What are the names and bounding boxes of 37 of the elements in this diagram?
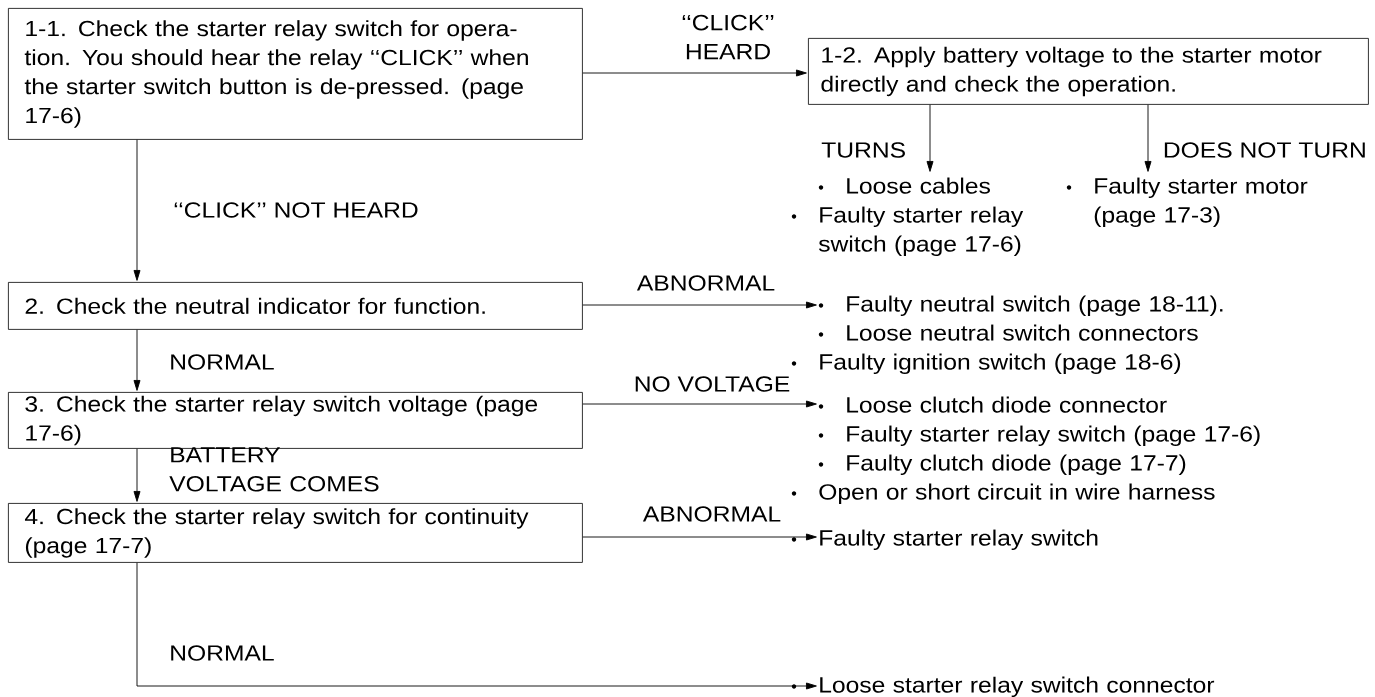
node-label: Faulty clutch diode (page 17-7): [847, 454, 1186, 476]
edge-label: NORMAL: [171, 354, 274, 370]
arrow: [582, 533, 817, 541]
arrow: [136, 562, 817, 690]
edge-label: TURNS: [821, 142, 905, 158]
arrow: [1144, 104, 1152, 172]
bullet-list: Faulty starter motor (page 17-3): [1066, 177, 1308, 228]
edge-label: ‘‘CLICK’’ NOT HEARD: [174, 202, 418, 218]
node-label: Faulty neutral switch (page 18-11).: [847, 295, 1223, 317]
node-label: Loose clutch diode connector: [847, 396, 1167, 413]
bullet-list: Loose starter relay switch connector: [791, 676, 1215, 697]
bullet-list: Faulty starter relay switch: [791, 529, 1098, 551]
arrow: [133, 448, 141, 502]
node-label: Loose neutral switch connectors: [847, 324, 1198, 341]
arrow: [582, 400, 817, 408]
edge-label: ABNORMAL: [642, 506, 781, 522]
node-label: Open or short circuit in wire harness: [819, 483, 1215, 505]
arrow: [926, 104, 934, 172]
process-box: 4. Check the starter relay switch for continuity (page 17-7): [8, 503, 583, 563]
edge-label: NORMAL: [171, 645, 274, 661]
edge-label: DOES NOT TURN: [1164, 142, 1365, 158]
process-box: 1-2. Apply battery voltage to the starter motor directly and check the operation.: [808, 38, 1369, 105]
arrow: [582, 69, 807, 77]
edge-label: NO VOLTAGE: [635, 376, 790, 392]
node-label: Faulty starter relay switch (page 17-6): [818, 206, 1024, 257]
arrow: [133, 139, 141, 281]
bullet-list: Loose cables Faulty starter relay switch (page 17-6): [791, 177, 1024, 257]
arrow: [582, 301, 817, 309]
node-label: Faulty ignition switch (page 18-6): [820, 353, 1181, 375]
edge-label: ABNORMAL: [636, 275, 775, 291]
process-box: 2. Check the neutral indicator for function.: [8, 282, 583, 330]
node-label: Faulty starter relay switch (page 17-6): [847, 425, 1260, 447]
arrow: [133, 329, 141, 391]
edge-label: BATTERY VOLTAGE COMES: [169, 447, 379, 492]
edge-label: ‘‘CLICK’’ HEARD: [682, 14, 774, 60]
node-label: Loose cables: [847, 177, 990, 194]
process-box: 1-1. Check the starter relay switch for opera-tion. You should hear the relay ‘‘CLICK’’ when the starter switch button is de-pressed. (page 17-6): [8, 8, 583, 140]
